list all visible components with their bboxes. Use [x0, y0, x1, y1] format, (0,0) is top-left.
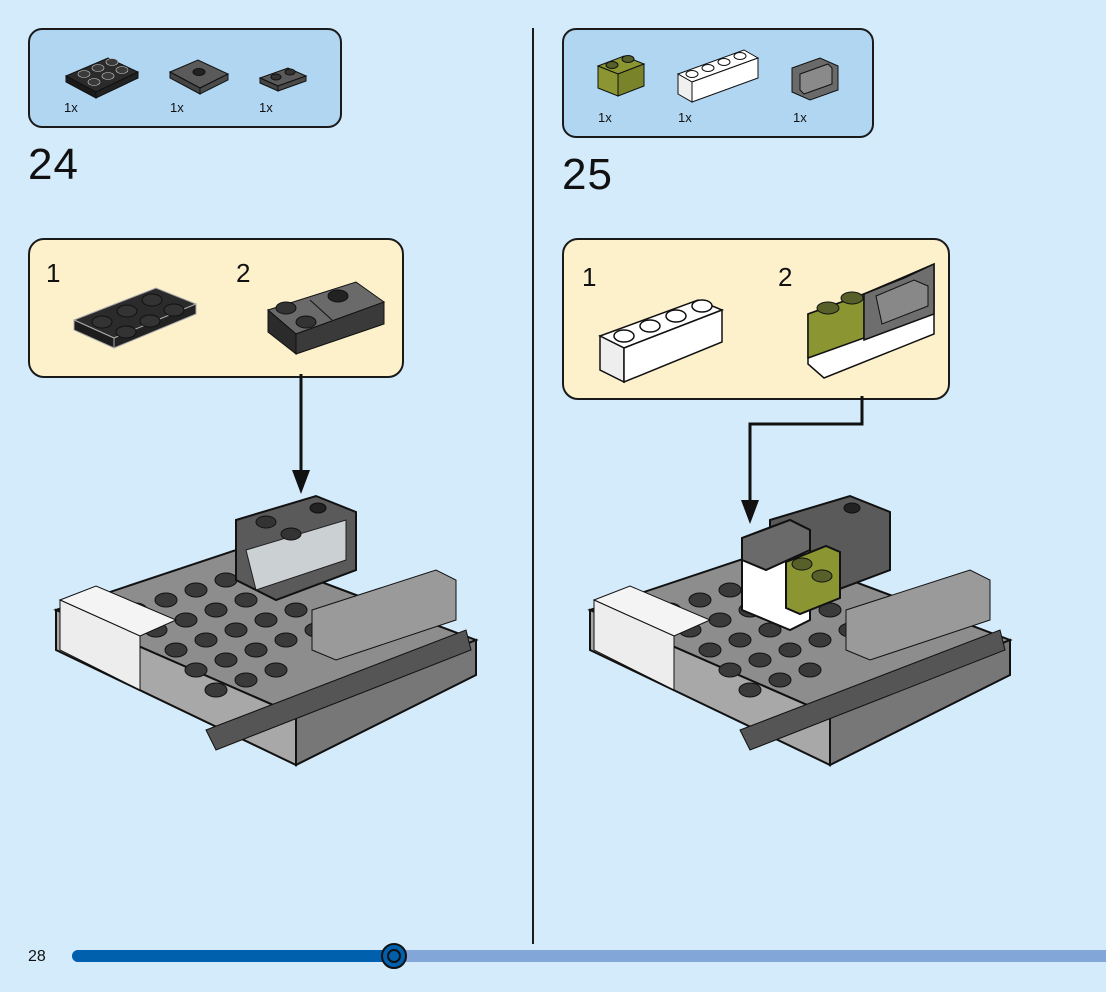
page-number: 28 — [28, 948, 46, 965]
progress-knob[interactable] — [381, 943, 408, 969]
part-plate-1x2-icon — [258, 67, 308, 92]
part-qty: 1x — [170, 100, 184, 115]
step-24-arrow-icon — [292, 374, 310, 494]
step-25-model-illustration — [587, 494, 1013, 767]
part-qty: 1x — [259, 100, 273, 115]
part-bench-seat-icon — [791, 57, 839, 101]
step-24-model-illustration — [53, 494, 479, 767]
parts-list-step-24: 1x 1x 1x — [28, 28, 342, 128]
part-qty: 1x — [678, 110, 692, 125]
substep-plate-2x3-icon — [72, 287, 198, 349]
part-jumper-plate-icon — [168, 59, 230, 95]
part-black-plate-2x3-icon — [64, 57, 140, 99]
substep-number: 1 — [582, 262, 597, 292]
progress-fill — [72, 950, 395, 962]
substep-number: 2 — [236, 258, 251, 288]
step-number-24: 24 — [28, 140, 79, 189]
subassembly-box-step-25: 1 2 — [562, 238, 950, 400]
substep-stack-icon — [266, 281, 386, 356]
part-qty: 1x — [793, 110, 807, 125]
subassembly-box-step-24: 1 2 — [28, 238, 404, 378]
substep-number: 1 — [46, 258, 61, 288]
part-qty: 1x — [64, 100, 78, 115]
substep-number: 2 — [778, 262, 793, 292]
part-white-brick-1x4-icon — [676, 49, 760, 103]
substep-white-brick-icon — [598, 299, 725, 384]
step-number-25: 25 — [562, 150, 613, 199]
substep-olive-stack-icon — [807, 262, 935, 379]
part-qty: 1x — [598, 110, 612, 125]
part-olive-brick-1x2-icon — [596, 55, 646, 97]
parts-list-step-25: 1x 1x 1x — [562, 28, 874, 138]
page-divider — [532, 28, 534, 944]
step-25-connector-arrow-icon — [741, 396, 864, 524]
